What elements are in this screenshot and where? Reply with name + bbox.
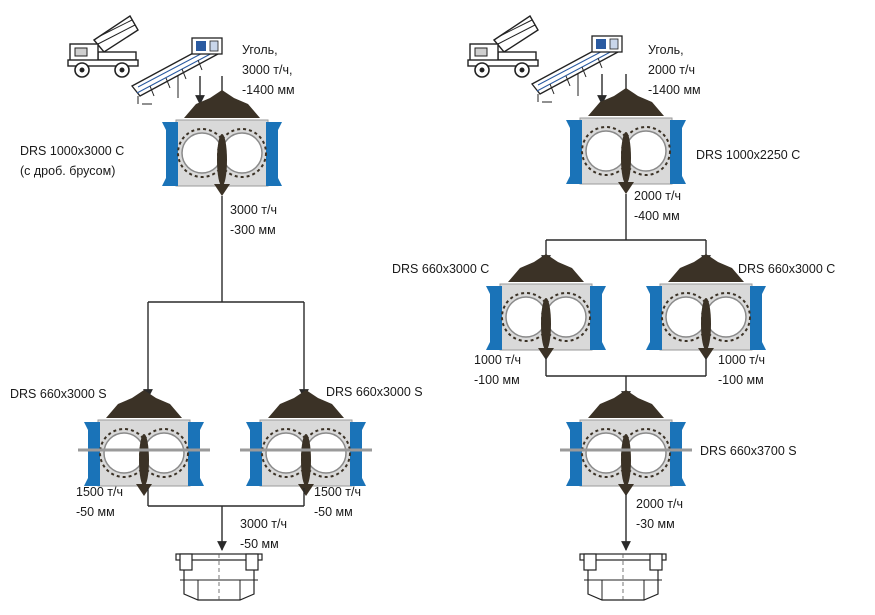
left-feed-label-line3: -1400 мм	[242, 83, 295, 97]
right-tertiary-crusher-label: DRS 660x3700 S	[700, 444, 797, 458]
right-secondary-left-label: DRS 660x3000 C	[392, 262, 489, 276]
right-out-left-rate: 1000 т/ч	[474, 353, 521, 367]
right-primary-crusher-label: DRS 1000x2250 C	[696, 148, 800, 162]
left-out-right-size: -50 мм	[314, 505, 353, 519]
left-final-size: -50 мм	[240, 537, 279, 551]
left-secondary-right-label: DRS 660x3000 S	[326, 385, 423, 399]
left-final-rate: 3000 т/ч	[240, 517, 287, 531]
right-secondary-left-crusher-icon	[485, 253, 607, 361]
right-feed-label-line3: -1400 мм	[648, 83, 701, 97]
left-feed-label-line1: Уголь,	[242, 43, 278, 57]
right-primary-crusher-icon	[565, 87, 687, 195]
right-final-size: -30 мм	[636, 517, 675, 531]
left-feed-conveyor-icon	[131, 37, 223, 105]
left-after-primary-rate: 3000 т/ч	[230, 203, 277, 217]
right-dump-truck-icon	[467, 15, 539, 78]
right-tertiary-crusher-icon	[565, 389, 687, 497]
right-output-chute-icon	[579, 553, 667, 603]
right-out-right-size: -100 мм	[718, 373, 764, 387]
right-feed-label-line1: Уголь,	[648, 43, 684, 57]
left-out-right-rate: 1500 т/ч	[314, 485, 361, 499]
right-out-left-size: -100 мм	[474, 373, 520, 387]
right-after-primary-rate: 2000 т/ч	[634, 189, 681, 203]
left-out-left-size: -50 мм	[76, 505, 115, 519]
right-feed-label-line2: 2000 т/ч	[648, 63, 695, 77]
left-out-left-rate: 1500 т/ч	[76, 485, 123, 499]
right-after-primary-size: -400 мм	[634, 209, 680, 223]
left-secondary-right-crusher-icon	[245, 389, 367, 497]
right-final-rate: 2000 т/ч	[636, 497, 683, 511]
right-flowsheet: Уголь, 2000 т/ч -1400 мм DRS 1000x2250 C…	[392, 15, 835, 603]
left-primary-crusher-label-2: (с дроб. брусом)	[20, 164, 115, 178]
right-feed-conveyor-icon	[531, 35, 623, 103]
left-primary-crusher-label-1: DRS 1000x3000 C	[20, 144, 124, 158]
right-secondary-right-label: DRS 660x3000 C	[738, 262, 835, 276]
left-output-chute-icon	[175, 553, 263, 603]
right-out-right-rate: 1000 т/ч	[718, 353, 765, 367]
left-dump-truck-icon	[67, 15, 139, 78]
left-secondary-left-label: DRS 660x3000 S	[10, 387, 107, 401]
left-feed-label-line2: 3000 т/ч,	[242, 63, 292, 77]
left-after-primary-size: -300 мм	[230, 223, 276, 237]
left-secondary-left-crusher-icon	[83, 389, 205, 497]
left-flowsheet: Уголь, 3000 т/ч, -1400 мм DRS 1000x3000 …	[10, 15, 423, 603]
left-primary-crusher-icon	[161, 89, 283, 197]
